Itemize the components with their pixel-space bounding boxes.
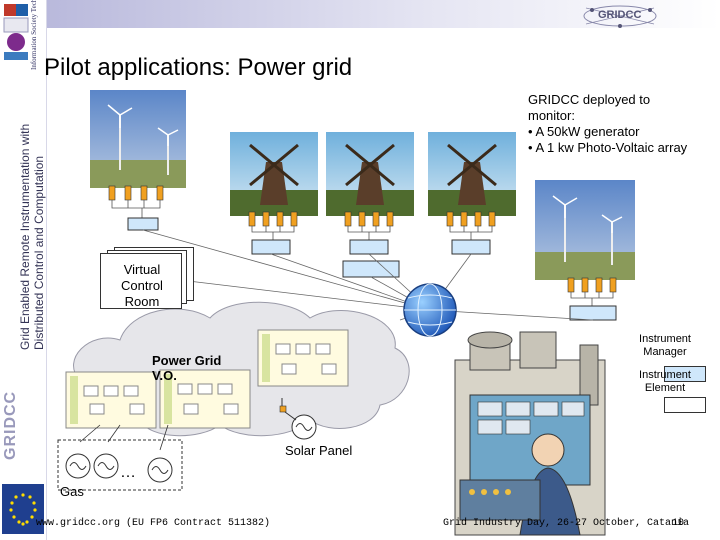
instrument-elements-5	[568, 278, 616, 292]
gas-generator-icon	[66, 454, 90, 478]
legend-ie-line2: Element	[615, 382, 715, 395]
instrument-manager-central	[343, 261, 399, 277]
connectors-3	[348, 226, 390, 240]
legend-instrument-manager-label: Instrument Manager	[615, 333, 715, 359]
connectors-4	[450, 226, 492, 240]
connectors-1	[112, 200, 160, 218]
connectors-2	[252, 226, 294, 240]
legend-im-line2: Manager	[615, 346, 715, 359]
legend-ie-line1: Instrument	[615, 369, 715, 382]
instrument-manager-1	[128, 218, 158, 230]
instrument-manager-2	[252, 240, 290, 254]
vcr-label-line1: Virtual	[101, 262, 183, 278]
legend-instrument-element-swatch	[664, 397, 706, 413]
wind-farm-photo-1	[90, 90, 186, 188]
windmill-photo-2	[230, 132, 318, 216]
vo-label-line1: Power Grid	[152, 353, 221, 368]
connectors-5	[571, 292, 613, 306]
solar-panel-generator-icon	[292, 415, 316, 439]
vo-label-line2: V.O.	[152, 368, 221, 383]
legend-instrument-element-label: Instrument Element	[615, 369, 715, 395]
solar-instrument-element	[280, 406, 286, 412]
legend-im-line1: Instrument	[615, 333, 715, 346]
gas-ellipsis: …	[120, 464, 136, 482]
power-plant-operator-illustration	[455, 332, 605, 535]
internet-globe-icon	[404, 284, 456, 336]
page-number: 10	[672, 518, 684, 529]
gas-generator-icon	[94, 454, 118, 478]
grid-component-stack-1	[66, 372, 156, 428]
instrument-manager-4	[452, 240, 490, 254]
solar-panel-label: Solar Panel	[285, 443, 352, 458]
footer-url: www.gridcc.org (EU FP6 Contract 511382)	[36, 518, 270, 529]
gas-generator-icon	[148, 458, 172, 482]
windmill-photo-4	[428, 132, 516, 216]
footer-event: Grid Industry Day, 26-27 October, Catani…	[443, 518, 689, 529]
instrument-manager-5	[570, 306, 616, 320]
vcr-label: Virtual Control Room	[101, 262, 183, 310]
instrument-elements-1	[109, 186, 163, 200]
instrument-manager-3	[350, 240, 388, 254]
gas-label: Gas	[60, 484, 84, 499]
vcr-label-line3: Room	[101, 294, 183, 310]
power-grid-vo-label: Power Grid V.O.	[152, 353, 221, 383]
grid-component-stack-3	[258, 330, 348, 386]
vcr-card-front: Virtual Control Room	[100, 253, 182, 309]
virtual-control-room: Virtual Control Room	[100, 253, 180, 309]
windmill-photo-3	[326, 132, 414, 216]
vcr-label-line2: Control	[101, 278, 183, 294]
wind-farm-photo-5	[535, 180, 635, 280]
